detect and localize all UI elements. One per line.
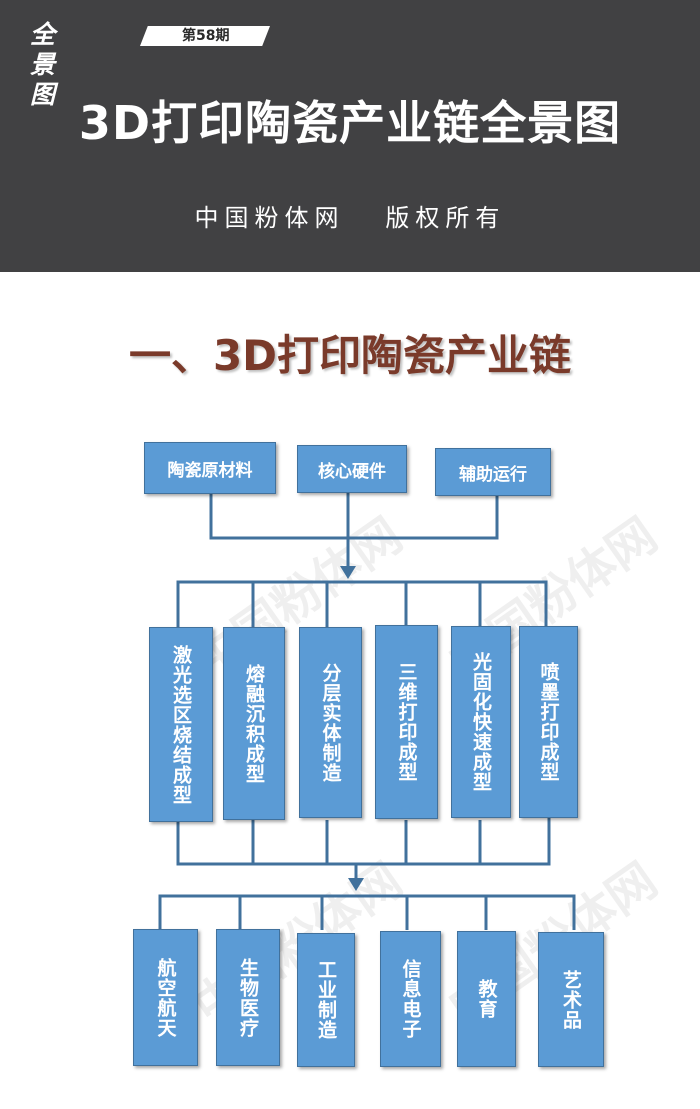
- node-label: 辅助运行: [459, 464, 527, 485]
- connectors-top: [209, 492, 499, 570]
- logo-text: 全景图: [30, 20, 55, 109]
- copyright-subtitle: 中国粉体网 版权所有: [194, 204, 506, 232]
- node-label: 核心硬件: [318, 461, 386, 482]
- node-information-electronics: 信息电子: [380, 931, 441, 1067]
- node-label: 艺术品: [560, 969, 582, 1030]
- node-sla: 光固化快速成型: [451, 626, 511, 818]
- node-label: 分层实体制造: [319, 662, 342, 783]
- node-label: 工业制造: [315, 960, 337, 1040]
- connectors-middle-bottom: [176, 818, 551, 880]
- node-label: 航空航天: [154, 957, 177, 1038]
- node-label: 激光选区烧结成型: [170, 644, 192, 805]
- node-sls: 激光选区烧结成型: [149, 627, 213, 822]
- node-3dp: 三维打印成型: [375, 625, 438, 819]
- node-label: 光固化快速成型: [470, 652, 492, 792]
- node-label: 陶瓷原材料: [167, 460, 253, 481]
- node-label: 教育: [475, 979, 498, 1019]
- node-art: 艺术品: [538, 932, 604, 1067]
- node-inkjet: 喷墨打印成型: [519, 626, 578, 818]
- node-label: 信息电子: [399, 959, 422, 1039]
- node-label: 熔融沉积成型: [243, 663, 265, 784]
- node-label: 三维打印成型: [395, 662, 418, 782]
- header-banner: 全景图 第58期 3D打印陶瓷产业链全景图 中国粉体网 版权所有: [0, 0, 700, 272]
- node-education: 教育: [457, 931, 516, 1067]
- node-fdm: 熔融沉积成型: [223, 627, 285, 820]
- node-core-hardware: 核心硬件: [297, 445, 407, 493]
- node-label: 喷墨打印成型: [537, 662, 560, 782]
- connectors-bottom: [158, 894, 576, 930]
- arrow-down-icon: [340, 566, 356, 579]
- section-title: 一、3D打印陶瓷产业链: [128, 331, 572, 380]
- issue-badge: 第58期: [140, 26, 270, 46]
- node-industrial-manufacturing: 工业制造: [297, 933, 355, 1067]
- connectors-middle-top: [176, 580, 548, 628]
- node-lom: 分层实体制造: [299, 627, 362, 818]
- node-label: 生物医疗: [237, 957, 259, 1038]
- node-aerospace: 航空航天: [133, 929, 198, 1066]
- node-biomedical: 生物医疗: [216, 929, 280, 1066]
- page-title: 3D打印陶瓷产业链全景图: [78, 96, 622, 150]
- node-auxiliary-operation: 辅助运行: [435, 448, 551, 496]
- arrow-down-icon: [348, 878, 364, 891]
- node-ceramic-raw-materials: 陶瓷原材料: [144, 442, 276, 494]
